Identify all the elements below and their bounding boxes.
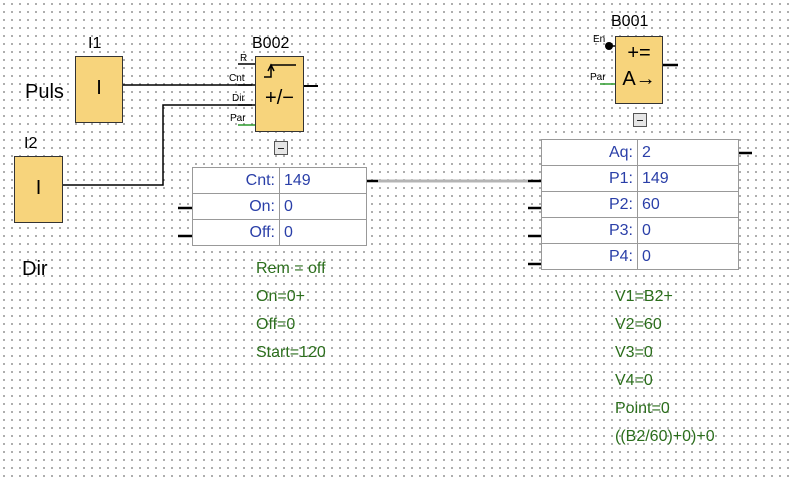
counter-glyph: +/− — [265, 87, 294, 109]
input-i2-id: I2 — [24, 135, 38, 152]
param-value[interactable]: 0 — [637, 217, 739, 244]
param-row[interactable]: Off:0 — [192, 219, 367, 246]
param-row[interactable]: P1:149 — [541, 165, 739, 192]
parameter-note: Rem = off — [256, 260, 326, 277]
param-row[interactable]: On:0 — [192, 193, 367, 220]
param-key: Cnt: — [192, 167, 280, 194]
signal-label-dir: Dir — [22, 258, 48, 280]
block-b002-id: B002 — [252, 35, 290, 52]
parameter-note: V4=0 — [615, 372, 653, 389]
parameter-note: Start=120 — [256, 344, 326, 361]
param-key: P2: — [541, 191, 638, 218]
param-value[interactable]: 0 — [279, 193, 367, 220]
block-b001-id: B001 — [611, 13, 649, 30]
parameter-note: Off=0 — [256, 316, 296, 333]
input-i1-id: I1 — [88, 35, 102, 52]
collapse-button-b001[interactable] — [633, 113, 647, 127]
math-glyph-top: += — [627, 42, 651, 64]
param-value[interactable]: 2 — [637, 139, 739, 166]
param-row[interactable]: Aq:2 — [541, 139, 739, 166]
param-key: P3: — [541, 217, 638, 244]
param-value[interactable]: 60 — [637, 191, 739, 218]
param-value[interactable]: 0 — [637, 243, 739, 270]
param-key: P4: — [541, 243, 638, 270]
parameter-note: V2=60 — [615, 316, 662, 333]
pin-label-dir: Dir — [232, 93, 245, 104]
parameter-note: V3=0 — [615, 344, 653, 361]
pin-label-r: R — [240, 53, 248, 64]
param-value[interactable]: 149 — [279, 167, 367, 194]
parameter-note: Point=0 — [615, 400, 670, 417]
rising-edge-icon — [264, 63, 296, 78]
parameter-note: V1=B2+ — [615, 288, 673, 305]
param-value[interactable]: 0 — [279, 219, 367, 246]
param-key: Aq: — [541, 139, 638, 166]
pin-label-par-b001: Par — [590, 72, 606, 83]
parameter-note: On=0+ — [256, 288, 305, 305]
counter-block-b002[interactable]: +/− — [255, 56, 304, 132]
pin-label-cnt: Cnt — [229, 73, 245, 84]
math-block-b001[interactable]: += A→ — [615, 36, 663, 104]
math-glyph-main: A→ — [622, 68, 656, 90]
collapse-button-b002[interactable] — [274, 141, 288, 155]
param-row[interactable]: P4:0 — [541, 243, 739, 270]
en-dot — [605, 42, 613, 50]
param-key: On: — [192, 193, 280, 220]
pin-label-en: En — [593, 34, 606, 45]
pin-label-par: Par — [230, 113, 246, 124]
param-row[interactable]: Cnt:149 — [192, 167, 367, 194]
input-i2-glyph: I — [35, 177, 42, 199]
param-row[interactable]: P3:0 — [541, 217, 739, 244]
input-block-i2[interactable]: I — [14, 156, 63, 223]
param-key: Off: — [192, 219, 280, 246]
param-key: P1: — [541, 165, 638, 192]
param-row[interactable]: P2:60 — [541, 191, 739, 218]
input-i1-glyph: I — [96, 77, 102, 99]
parameter-note: ((B2/60)+0)+0 — [615, 428, 715, 445]
signal-label-puls: Puls — [25, 81, 64, 103]
param-value[interactable]: 149 — [637, 165, 739, 192]
input-block-i1[interactable]: I — [75, 56, 123, 123]
